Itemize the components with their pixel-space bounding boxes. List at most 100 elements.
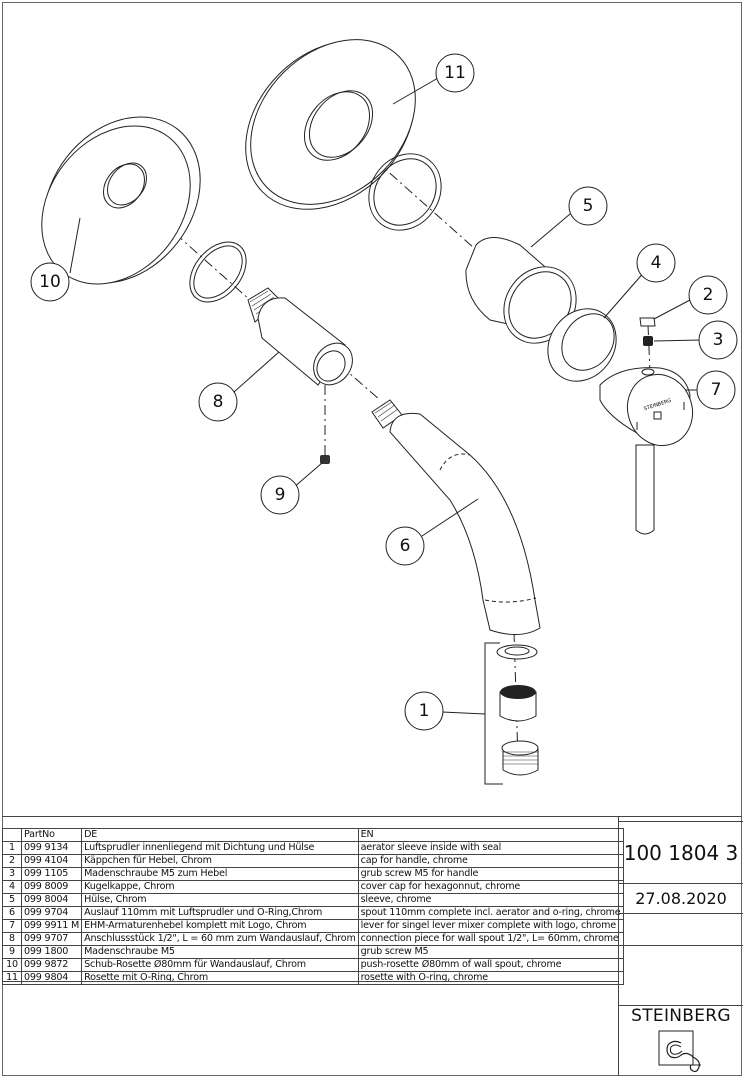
cell-no: 4 — [2, 880, 22, 894]
parts-list-area — [2, 816, 742, 1077]
header-part-no: PartNo — [20, 828, 83, 842]
cell-no: 3 — [2, 867, 22, 881]
svg-text:10: 10 — [39, 272, 61, 292]
cell-no: 1 — [2, 841, 22, 855]
svg-text:7: 7 — [711, 380, 722, 400]
header-no — [2, 828, 22, 842]
cell-de: Auslauf 110mm mit Luftsprudler und O-Rin… — [81, 906, 359, 920]
svg-text:2: 2 — [703, 285, 714, 305]
cell-no: 8 — [2, 932, 22, 946]
svg-text:3: 3 — [713, 330, 724, 350]
cell-de: Madenschraube M5 — [81, 945, 359, 959]
cell-de: Schub-Rosette Ø80mm für Wandauslauf, Chr… — [81, 958, 359, 972]
header-de: DE — [81, 828, 359, 842]
cell-en: spout 110mm complete incl. aerator and o… — [357, 906, 624, 920]
drawing-date: 27.08.2020 — [619, 884, 743, 914]
steinberg-logo-icon — [658, 1030, 701, 1073]
cell-en: grub screw M5 for handle — [357, 867, 624, 881]
part-9-grub-screw — [320, 455, 330, 464]
brand-name: STEINBERG — [631, 1006, 731, 1026]
article-number: 100 1804 3 — [619, 821, 743, 884]
cell-part-no: 099 9704 — [20, 906, 83, 920]
cell-en: lever for singel lever mixer complete wi… — [357, 919, 624, 933]
leader-lines — [69, 77, 702, 715]
cell-de: Madenschraube M5 zum Hebel — [81, 867, 359, 881]
callout-4: 4 — [636, 243, 676, 283]
part-7-lever: STEINBERG — [599, 367, 693, 535]
cell-no: 10 — [2, 958, 22, 972]
cell-no: 9 — [2, 945, 22, 959]
cell-no: 11 — [2, 971, 22, 985]
svg-text:9: 9 — [275, 485, 286, 505]
cell-no: 6 — [2, 906, 22, 920]
cell-en: aerator sleeve inside with seal — [357, 841, 624, 855]
part-6-spout — [371, 399, 541, 635]
o-ring-left — [189, 241, 247, 303]
callout-1: 1 — [404, 691, 444, 731]
cell-no: 5 — [2, 893, 22, 907]
part-11-rosette — [245, 39, 416, 210]
parts-table-header: PartNo DE EN — [2, 828, 624, 842]
part-8-connection-piece — [247, 287, 353, 386]
cell-en: connection piece for wall spout 1/2", L=… — [357, 932, 624, 946]
cell-part-no: 099 8009 — [20, 880, 83, 894]
callout-5: 5 — [568, 186, 608, 226]
cell-en: rosette with O-ring, chrome — [357, 971, 624, 985]
exploded-view-drawing: STEINBERG 11 10 5 4 2 3 7 8 9 6 1 — [30, 39, 738, 785]
cell-en: sleeve, chrome — [357, 893, 624, 907]
part-10-push-rosette — [41, 116, 201, 285]
cell-part-no: 099 9911 M — [20, 919, 83, 933]
part-3-grub-screw — [643, 336, 653, 346]
svg-text:6: 6 — [400, 536, 411, 556]
cell-part-no: 099 9134 — [20, 841, 83, 855]
cell-de: Käppchen für Hebel, Chrom — [81, 854, 359, 868]
cell-de: Rosette mit O-Ring, Chrom — [81, 971, 359, 985]
table-bottom-line — [2, 981, 619, 982]
cell-en: cap for handle, chrome — [357, 854, 624, 868]
cell-part-no: 099 1105 — [20, 867, 83, 881]
header-en: EN — [357, 828, 624, 842]
part-4-cover-cap — [547, 308, 617, 382]
title-block-empty-cell — [619, 946, 743, 1006]
cell-de: Anschlussstück 1/2", L = 60 mm zum Wanda… — [81, 932, 359, 946]
svg-text:4: 4 — [651, 253, 662, 273]
cell-part-no: 099 8004 — [20, 893, 83, 907]
title-block-empty-cell — [619, 914, 743, 946]
cell-no: 7 — [2, 919, 22, 933]
cell-de: Luftsprudler innenliegend mit Dichtung u… — [81, 841, 359, 855]
svg-text:5: 5 — [583, 196, 594, 216]
callout-9: 9 — [260, 475, 300, 515]
callout-6: 6 — [385, 526, 425, 566]
callout-10: 10 — [30, 262, 70, 302]
svg-text:8: 8 — [213, 392, 224, 412]
callout-8: 8 — [198, 382, 238, 422]
cell-part-no: 099 9872 — [20, 958, 83, 972]
part-2-cap — [639, 317, 656, 327]
cell-part-no: 099 9804 — [20, 971, 83, 985]
svg-text:1: 1 — [419, 701, 430, 721]
cell-part-no: 099 9707 — [20, 932, 83, 946]
cell-de: EHM-Armaturenhebel komplett mit Logo, Ch… — [81, 919, 359, 933]
callout-11: 11 — [435, 53, 475, 93]
o-ring-right — [368, 153, 442, 231]
title-block: 100 1804 3 27.08.2020 STEINBERG — [618, 816, 743, 1076]
cell-part-no: 099 1800 — [20, 945, 83, 959]
axis-line-cap — [647, 324, 651, 373]
callout-7: 7 — [696, 370, 736, 410]
cell-no: 2 — [2, 854, 22, 868]
callout-3: 3 — [698, 320, 738, 360]
cell-en: push-rosette Ø80mm of wall spout, chrome — [357, 958, 624, 972]
